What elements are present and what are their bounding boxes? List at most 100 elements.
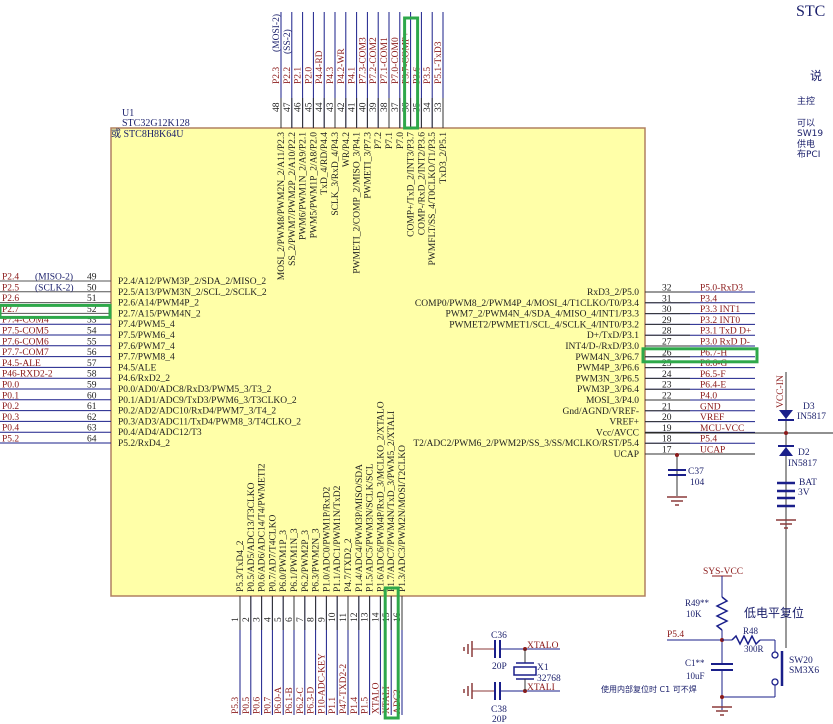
chip-body[interactable] [110,127,646,597]
pin-function: SS_2/PWM7/PWM2P_2/A10/P2.2 [288,132,298,266]
pin-function: P7.0 [396,132,406,149]
pin-top-48[interactable]: P2.3(MOSI-2)48MOSI_2/PWM8/PWM2N_2/A11/P2… [271,12,287,280]
pin-function: INT4/D-/RxD/P3.0 [565,342,639,352]
reset-section: SYS-VCC R49** 10K 低电平复位 P5.4 R48 300R SW… [601,567,819,716]
net-label: P3.5 [423,67,433,84]
diode-d2-icon[interactable] [778,445,794,456]
net-label: P0.7 [263,697,273,714]
pin-function: PWMFLT/SS_4/T0CLKO/T1/P3.5 [428,132,438,266]
x1-value: 32768 [537,674,561,684]
resistor-r49-icon[interactable] [715,596,729,631]
bat-ref: BAT [799,478,817,488]
net-label: P1.5 [361,697,371,714]
pin-number: 26 [662,348,672,358]
pin-bottom-3[interactable]: 3P0.6P0.6/AD6/ADC14/T4/PWMETI2 [253,463,268,715]
pin-number: 4 [263,617,273,622]
capacitor-c38-icon[interactable] [494,682,501,700]
pin-bottom-14[interactable]: 14XTALOP1.6/ADC6/PWM4P/RxD_3/MCLKO_2/XTA… [371,401,386,715]
net-label: P0.5 [242,697,252,714]
diode-d3-icon[interactable] [778,410,794,421]
resistor-r48-icon[interactable] [731,634,761,646]
pin-bottom-15[interactable]: 15XTALIP1.7/ADC7/PWM4N/TxD_3/PWM5_2/XTAL… [382,411,397,715]
net-label: P2.3 [272,67,282,84]
crystal-x1-icon[interactable] [513,649,537,691]
capacitor-c1-icon[interactable] [711,663,733,671]
pin-bottom-7[interactable]: 7P6.2-CP6.2/PWM2P_3 [296,530,311,715]
capacitor-c36-icon[interactable] [494,640,501,658]
pin-function: COMP-/RxD_2/INT2/P3.6 [417,132,427,235]
net-label: P4.2-WR [337,48,347,84]
pin-function: P2.7/A15/PWM4N_2 [118,309,201,319]
net-label: P6.3-D [307,687,317,714]
pin-function: P6.1/PWM1N_3 [290,528,300,592]
battery-icon[interactable] [777,481,795,508]
pin-function: PWM4N_3/P6.7 [575,353,639,363]
c38-ref: C38 [491,705,507,715]
pin-bottom-5[interactable]: 5P6.0-AP6.0/PWM1P_3 [274,530,289,715]
net-label: XTALO [371,682,381,714]
pin-function: P0.3/AD3/ADC11/TxD4/PWM8_3/T4CLKO_2 [118,417,301,427]
pin-bottom-2[interactable]: 2P0.5P0.5/AD5/ADC13/T3CLKO [242,482,257,715]
switch-sw20-icon[interactable] [771,651,784,686]
pin-bottom-8[interactable]: 8P6.3-DP6.3/PWM2N_3 [307,528,322,715]
ucap-capacitor[interactable]: C37 104 [667,453,705,506]
d3-ref: D3 [803,402,815,412]
pin-bottom-6[interactable]: 6P6.1-BP6.1/PWM1N_3 [285,528,300,715]
alt-label: (MISO-2) [35,272,73,283]
pin-bottom-1[interactable]: 1P5.3P5.3/TxD4_2 [231,540,246,715]
r48-ref: R48 [743,626,759,636]
pin-bottom-4[interactable]: 4P0.7P0.7/AD7/T4CLKO [263,515,278,715]
